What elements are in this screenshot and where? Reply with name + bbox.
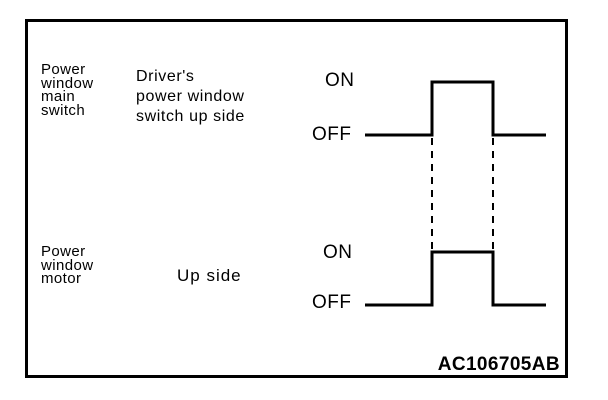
label-up-side: Up side — [177, 266, 242, 285]
figure-code: AC106705AB — [437, 354, 560, 375]
label-on-motor: ON — [323, 242, 353, 263]
diagram-frame — [25, 19, 568, 378]
label-off-motor: OFF — [312, 292, 352, 313]
label-on-main-switch: ON — [325, 70, 355, 91]
label-drivers-power-window-switch-up-side: Driver's power window switch up side — [136, 68, 245, 125]
label-power-window-motor: Power window motor — [41, 243, 94, 287]
label-power-window-main-switch: Power window main switch — [41, 61, 94, 119]
label-off-main-switch: OFF — [312, 124, 352, 145]
